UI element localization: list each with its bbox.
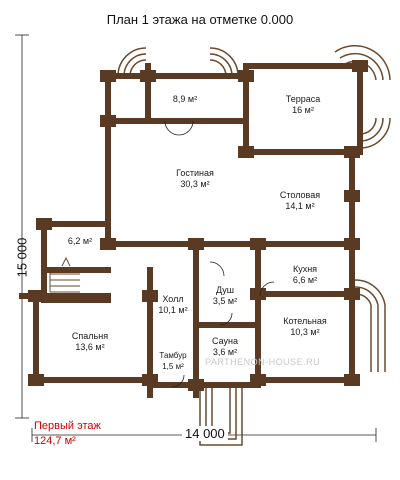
room-name: Спальня [71, 331, 109, 341]
room-dining: Столовая 14,1 м² [270, 190, 330, 212]
staircase [49, 256, 80, 293]
room-area: 1,5 м² [162, 362, 184, 371]
log-corners [28, 60, 368, 391]
room-name: Кухня [292, 264, 318, 274]
room-name: Душ [215, 285, 234, 295]
room-area: 3,6 м² [212, 347, 238, 357]
doors [164, 120, 275, 388]
room-tambour: Тамбур 1,5 м² [153, 350, 193, 372]
room-area: 10,1 м² [158, 305, 188, 315]
room-kitchen: Кухня 6,6 м² [280, 264, 330, 286]
room-name: Котельная [283, 316, 327, 326]
total-area-label: Первый этаж [34, 420, 101, 432]
room-name: Столовая [279, 190, 321, 200]
room-area: 30,3 м² [180, 179, 210, 189]
room-area: 16 м² [292, 105, 314, 115]
room-name: Гостиная [176, 168, 214, 178]
room-living: Гостиная 30,3 м² [165, 168, 225, 190]
room-name: Холл [162, 294, 184, 304]
room-area: 13,6 м² [75, 342, 105, 352]
room-area: 6,6 м² [292, 275, 318, 285]
room-sauna: Сауна 3,6 м² [203, 336, 247, 358]
room-hall: Холл 10,1 м² [150, 294, 196, 316]
total-area: Первый этаж 124,7 м² [34, 419, 101, 449]
room-area: 8,9 м² [172, 94, 198, 104]
width-dimension: 14 000 [182, 426, 228, 441]
room-bedroom: Спальня 13,6 м² [60, 331, 120, 353]
room-boiler: Котельная 10,3 м² [272, 316, 338, 338]
room-terrace: Терраса 16 м² [278, 94, 328, 116]
room-area: 14,1 м² [285, 201, 315, 211]
room-area: 10,3 м² [290, 327, 320, 337]
terrace-corner-top-right [334, 45, 391, 149]
room-small: 6,2 м² [58, 236, 102, 247]
room-shower: Душ 3,5 м² [203, 285, 247, 307]
room-area: 3,5 м² [212, 296, 238, 306]
height-dimension: 15 000 [14, 237, 30, 278]
watermark: PARTHENON-HOUSE.RU [205, 357, 321, 367]
room-name: Сауна [212, 336, 238, 346]
room-name: Тамбур [159, 351, 187, 360]
terrace-corner-top-left [117, 47, 239, 77]
room-name: Терраса [285, 94, 321, 104]
room-vestibule: 8,9 м² [160, 94, 210, 105]
plan-title: План 1 этажа на отметке 0.000 [106, 12, 294, 27]
room-area: 6,2 м² [67, 236, 93, 246]
total-area-value: 124,7 м² [34, 435, 76, 447]
